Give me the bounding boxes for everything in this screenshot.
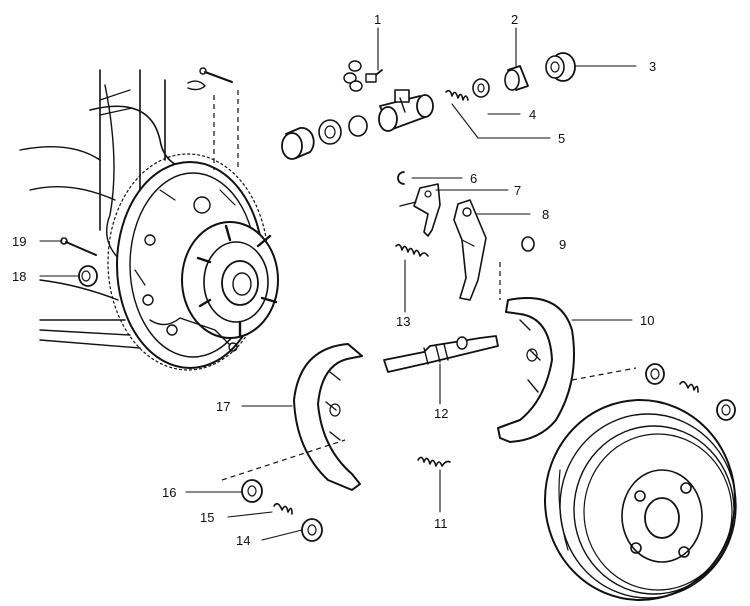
callout-9: 9	[559, 237, 566, 252]
callout-18: 18	[12, 269, 26, 284]
piston-2	[504, 65, 529, 91]
adjuster-12	[383, 335, 499, 373]
callout-8: 8	[542, 207, 549, 222]
brake-shoe-10	[497, 297, 575, 443]
callout-13: 13	[396, 314, 410, 329]
callout-11: 11	[434, 516, 448, 531]
cup-4	[472, 78, 490, 98]
piston-cups-left	[281, 115, 368, 160]
callout-14: 14	[236, 533, 250, 548]
bleeder-valve-1	[343, 60, 383, 92]
boot-3	[545, 52, 576, 82]
callout-19: 19	[12, 234, 26, 249]
leader-lines	[39, 27, 637, 541]
callout-16: 16	[162, 485, 176, 500]
hub-and-backing-plate	[19, 69, 279, 371]
callout-12: 12	[434, 406, 448, 421]
parking-lever-8	[453, 199, 487, 301]
callout-4: 4	[529, 107, 536, 122]
spring-11	[417, 456, 451, 467]
callout-17: 17	[216, 399, 230, 414]
cup-14	[301, 518, 323, 542]
spring-15	[273, 502, 293, 515]
callout-5: 5	[558, 131, 565, 146]
callout-labels: 1 2 3 4 5 6 7 8 9 10 11 12 13 14 15 16 1…	[12, 12, 656, 548]
washer-9	[521, 236, 535, 252]
callout-1: 1	[374, 12, 381, 27]
brake-shoe-17	[293, 343, 363, 491]
cup-16	[241, 479, 263, 503]
anchor-pin	[187, 67, 233, 91]
wheel-cylinder	[378, 89, 434, 132]
spring-5	[445, 89, 469, 101]
callout-2: 2	[511, 12, 518, 27]
callout-3: 3	[649, 59, 656, 74]
adjusting-lever-7	[399, 183, 441, 237]
callout-7: 7	[514, 183, 521, 198]
brake-drum	[544, 399, 737, 601]
c-washer-6	[397, 171, 405, 185]
dust-cap-18	[78, 265, 98, 287]
callout-6: 6	[470, 171, 477, 186]
bolt-19	[60, 237, 97, 256]
callout-15: 15	[200, 510, 214, 525]
spring-13	[395, 243, 429, 257]
cup-right	[645, 363, 736, 421]
callout-10: 10	[640, 313, 654, 328]
